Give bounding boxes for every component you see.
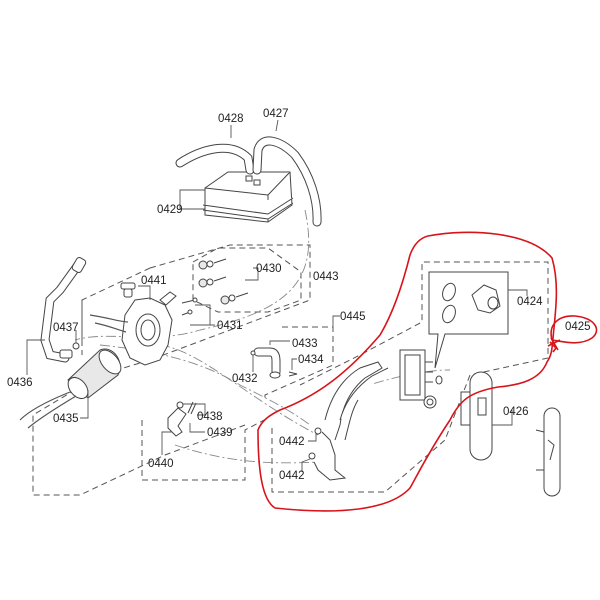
leader-0429 xyxy=(179,189,205,210)
label-0442-lower: 0442 xyxy=(279,470,305,482)
red-mark-0425 xyxy=(547,337,561,353)
screw-set-0430[interactable] xyxy=(198,258,249,305)
label-0424: 0424 xyxy=(517,296,543,308)
seal-0442-lower[interactable] xyxy=(308,452,316,460)
label-0440: 0440 xyxy=(148,458,174,470)
hose-0428[interactable] xyxy=(175,143,255,175)
flow-line xyxy=(174,444,319,464)
group-0440-outline xyxy=(141,417,269,481)
label-0437: 0437 xyxy=(53,322,79,334)
leader-0439 xyxy=(189,423,205,433)
leader-0434 xyxy=(291,358,297,370)
washer-0437[interactable] xyxy=(72,342,80,350)
label-0438: 0438 xyxy=(197,411,223,423)
group-0430-outline xyxy=(192,247,302,313)
hose-assembly-0436[interactable] xyxy=(40,256,87,363)
group-0443-outline-left xyxy=(81,267,151,355)
knob[interactable] xyxy=(435,375,443,385)
washer-0432[interactable] xyxy=(250,350,256,356)
label-0427: 0427 xyxy=(263,108,289,120)
label-0441: 0441 xyxy=(141,275,167,287)
label-0432: 0432 xyxy=(232,373,258,385)
leader-0433 xyxy=(269,340,290,345)
flow-line xyxy=(159,344,319,436)
hose-0427[interactable] xyxy=(252,136,322,227)
tank-0429[interactable] xyxy=(202,171,294,223)
group-0443-outline xyxy=(32,244,311,496)
leader-0445 xyxy=(332,315,340,327)
group-0445-outline xyxy=(264,326,334,400)
clip-0434[interactable] xyxy=(288,371,298,377)
valve-assembly[interactable] xyxy=(313,349,437,481)
flow-line xyxy=(74,209,310,341)
red-highlight-outline xyxy=(257,231,558,512)
label-0430: 0430 xyxy=(256,263,282,275)
label-0426: 0426 xyxy=(503,406,529,418)
leader-0436 xyxy=(26,339,45,375)
leader-0435 xyxy=(80,390,89,419)
label-0434: 0434 xyxy=(298,354,324,366)
leader-0424 xyxy=(508,289,528,296)
leader-0426 xyxy=(492,410,513,426)
leader-0431 xyxy=(190,304,215,326)
elbow-connector-0433[interactable] xyxy=(253,347,281,379)
red-circle-0425 xyxy=(550,315,598,344)
pump-head[interactable] xyxy=(89,291,177,366)
label-0436: 0436 xyxy=(7,377,33,389)
washer-0438[interactable] xyxy=(176,401,184,409)
leader-0442b xyxy=(301,458,311,472)
label-0428: 0428 xyxy=(218,113,244,125)
label-0435: 0435 xyxy=(53,413,79,425)
label-0429: 0429 xyxy=(157,204,183,216)
label-0433: 0433 xyxy=(292,338,318,350)
leader-0438 xyxy=(183,403,206,416)
plug-0441[interactable] xyxy=(120,282,136,298)
label-0445: 0445 xyxy=(340,311,366,323)
label-0439: 0439 xyxy=(207,427,233,439)
seal-0442-upper[interactable] xyxy=(314,427,322,435)
label-0443: 0443 xyxy=(313,271,339,283)
label-0442-upper: 0442 xyxy=(279,436,305,448)
cover-plate-rear[interactable] xyxy=(535,407,561,497)
leader-0441 xyxy=(138,285,151,300)
leader-0440 xyxy=(161,431,172,455)
pump-0435[interactable] xyxy=(19,346,125,429)
leader-0427 xyxy=(275,119,279,132)
detail-callout-0424 xyxy=(428,271,509,369)
connector-0440[interactable] xyxy=(167,407,187,437)
leader-0442a xyxy=(308,434,317,442)
label-0431: 0431 xyxy=(217,320,243,332)
label-0425: 0425 xyxy=(565,321,591,333)
leader-0430 xyxy=(245,267,259,281)
group-valve-outline xyxy=(271,261,549,493)
screw-0431[interactable] xyxy=(181,297,198,316)
